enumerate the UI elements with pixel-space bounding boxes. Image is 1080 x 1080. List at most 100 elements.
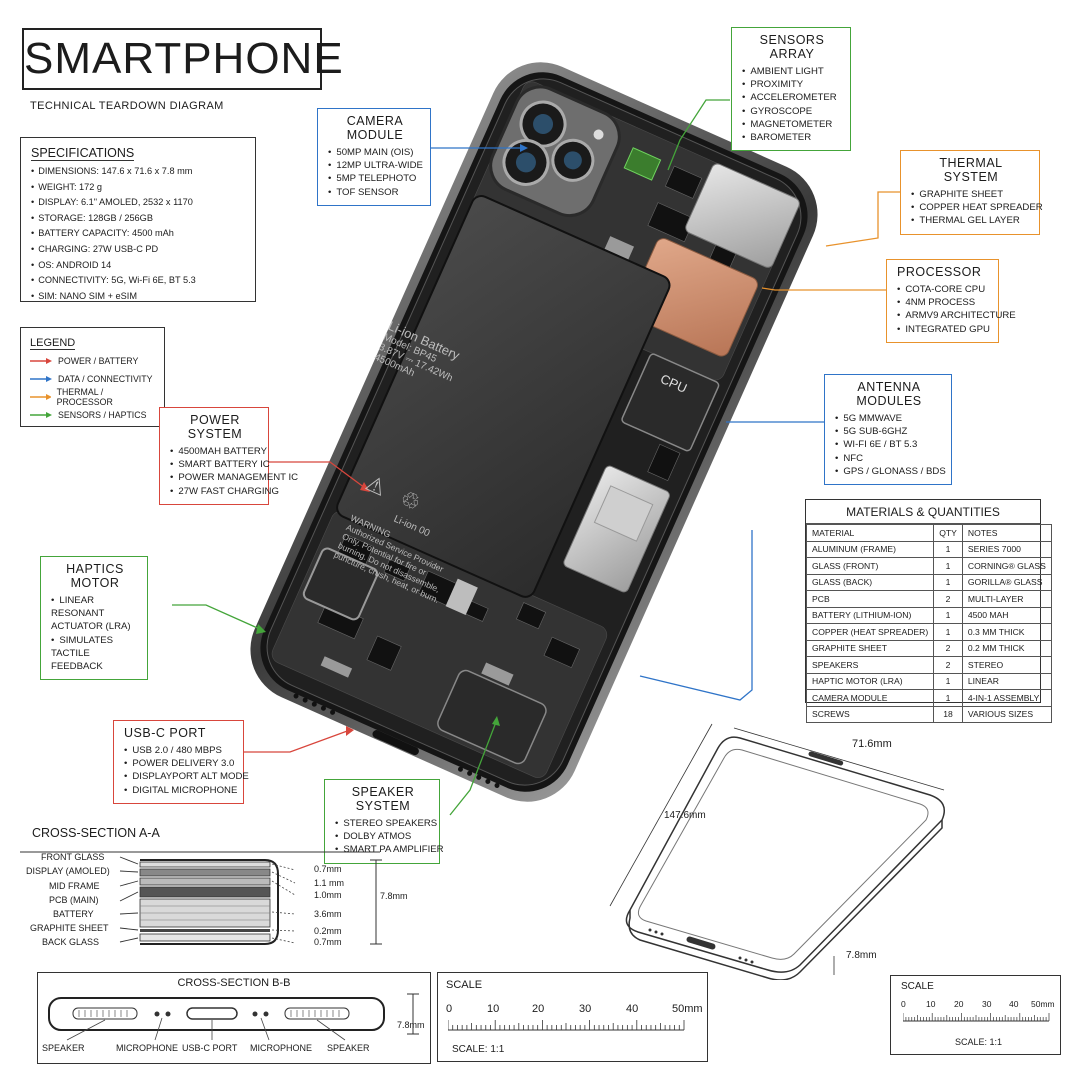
scale-tick-label: 40 [626,1003,639,1015]
layer-label: BACK GLASS [42,937,100,947]
table-cell: GORILLA® GLASS [961,573,1052,591]
callout-item: STEREO SPEAKERS [335,817,437,830]
legend-label: SENSORS / HAPTICS [58,410,147,420]
table-cell: 1 [933,606,963,624]
scale-panel-large: SCALE [437,972,708,1062]
callout-item: DOLBY ATMOS [335,830,431,843]
callout-item: SMART BATTERY IC [170,458,269,471]
callout-title: HAPTICS MOTOR [66,562,124,590]
sensors-array-callout: SENSORS ARRAY AMBIENT LIGHT PROXIMITY AC… [731,27,851,152]
scale-tick-label: 30 [579,1003,592,1015]
table-cell: STEREO [961,656,1052,674]
callout-item: INTEGRATED GPU [897,323,990,336]
spec-item: STORAGE: 128GB / 256GB [31,211,245,227]
callout-item: NFC [835,452,943,465]
callout-item: GPS / GLONASS / BDS [835,465,945,478]
callout-item: LINEAR RESONANT ACTUATOR (LRA) [51,594,139,634]
callout-item: 12MP ULTRA-WIDE [328,159,423,172]
callout-item: DISPLAYPORT ALT MODE [124,770,248,783]
table-cell: SCREWS [805,705,935,723]
table-cell: 4-IN-1 ASSEMBLY [961,689,1052,707]
spec-item: BATTERY CAPACITY: 4500 mAh [31,226,245,242]
layer-label: GRAPHITE SHEET [30,923,109,933]
callout-item: 4500mAh BATTERY [170,445,267,458]
scale-ratio: SCALE: 1:1 [452,1044,505,1055]
green-arrow-icon [30,412,52,418]
cross-section-b-drawing [48,993,419,1041]
materials-table-panel: MATERIALS & QUANTITIES MATERIAL QTY NOTE… [805,499,1052,723]
table-row: COPPER (HEAT SPREADER)10.3 mm THICK [805,623,1052,641]
table-cell: 2 [933,656,963,674]
page-title: SMARTPHONE [24,34,344,83]
column-header: MATERIAL [805,524,935,542]
table-header-row: MATERIAL QTY NOTES [805,524,1052,542]
callout-item: AMBIENT LIGHT [742,65,842,78]
scale-tick-label: 0 [901,999,906,1009]
table-cell: LINEAR [961,672,1052,690]
spec-item: WEIGHT: 172 g [31,180,245,196]
table-cell: CAMERA MODULE [805,689,935,707]
table-cell: 0.3 mm THICK [961,623,1052,641]
table-cell: 1 [933,540,963,558]
processor-callout: PROCESSOR COTA-CORE CPU 4nm PROCESS ARMv… [886,259,1016,343]
scale-tick-label: 20 [954,999,964,1009]
callout-item: POWER MANAGEMENT IC [170,471,298,484]
scale-panel-small: SCALE [890,975,1061,1055]
port-label: MICROPHONE [116,1043,179,1053]
table-cell: 18 [933,705,963,723]
callout-item: DIGITAL MICROPHONE [124,784,237,797]
column-header: NOTES [961,524,1052,542]
legend-label: THERMAL / PROCESSOR [56,387,113,407]
legend-item-power: POWER / BATTERY [30,352,155,370]
power-system-callout: POWER SYSTEM 4500mAh BATTERY SMART BATTE… [159,407,298,505]
table-cell: MULTI-LAYER [961,590,1052,608]
camera-module-callout: CAMERA MODULE 50MP MAIN (OIS) 12MP ULTRA… [317,108,431,206]
port-label: SPEAKER [327,1043,370,1053]
scale-tick-label: 30 [982,999,992,1009]
outline-depth-label: 7.8mm [846,950,877,961]
spec-item: CONNECTIVITY: 5G, Wi-Fi 6E, BT 5.3 [31,273,245,289]
layer-label: DISPLAY (AMOLED) [26,866,110,876]
orange-arrow-icon [30,394,51,400]
callout-item: 5G mmWAVE [835,412,943,425]
callout-item: 5MP TELEPHOTO [328,172,422,185]
table-cell: CORNING® GLASS [961,557,1052,575]
cross-section-a-heading: CROSS-SECTION A-A [32,826,160,840]
callout-title: ANTENNA MODULES [856,380,922,408]
callout-item: MAGNETOMETER [742,118,842,131]
callout-item: BAROMETER [742,131,842,144]
total-thickness-label: 7.8mm [380,891,408,901]
callout-title: THERMAL SYSTEM [939,156,1003,184]
thermal-system-callout: THERMAL SYSTEM GRAPHITE SHEET COPPER HEA… [900,150,1043,235]
red-arrow-icon [30,358,52,364]
thickness-label: 0.7mm [314,864,342,874]
specifications-heading: SPECIFICATIONS [31,146,135,161]
callout-item: 5G SUB-6GHz [835,425,943,438]
blue-arrow-icon [30,376,52,382]
callout-item: POWER DELIVERY 3.0 [124,757,235,770]
callout-item: SMART PA AMPLIFIER [335,843,443,856]
table-cell: SERIES 7000 [961,540,1052,558]
port-label: USB-C PORT [182,1043,238,1053]
legend-heading: LEGEND [30,337,76,350]
scale-tick-label: 0 [446,1003,453,1015]
table-cell: 1 [933,689,963,707]
table-cell: 1 [933,557,963,575]
table-cell: 1 [933,623,963,641]
callout-item: PROXIMITY [742,78,842,91]
legend-item-sensors: SENSORS / HAPTICS [30,406,155,424]
outline-height-label: 147.6mm [664,810,706,821]
table-cell: PCB [805,590,935,608]
callout-title: SPEAKER SYSTEM [351,785,415,813]
table-cell: ALUMINUM (FRAME) [805,540,935,558]
table-cell: 2 [933,639,963,657]
callout-title: PROCESSOR [897,265,982,279]
scale-tick-label: 50mm [672,1003,703,1015]
callout-item: SIMULATES TACTILE FEEDBACK [51,634,139,674]
table-cell: 2 [933,590,963,608]
